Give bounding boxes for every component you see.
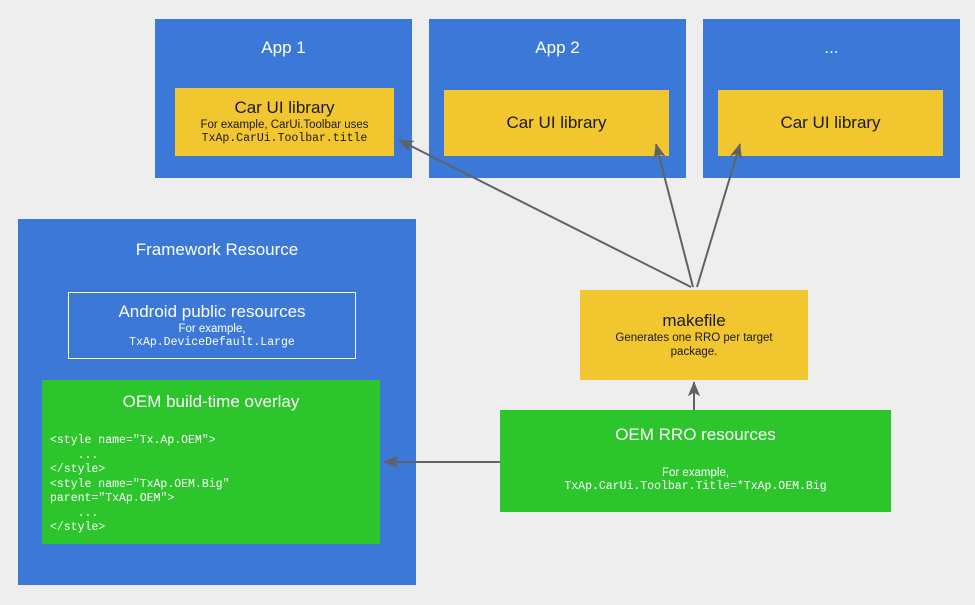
oem-build-time-overlay-title: OEM build-time overlay bbox=[122, 392, 300, 411]
makefile-box: makefile Generates one RRO per target pa… bbox=[580, 290, 808, 380]
app-2-car-ui-library: Car UI library bbox=[444, 90, 669, 156]
app-2-car-ui-library-title: Car UI library bbox=[506, 113, 607, 132]
makefile-title: makefile bbox=[662, 311, 726, 330]
android-public-resources-title: Android public resources bbox=[118, 301, 306, 321]
makefile-subtitle: Generates one RRO per target package. bbox=[615, 332, 773, 358]
oem-rro-resources-subtitle: For example, bbox=[661, 467, 730, 479]
app-ellipsis-title: ... bbox=[824, 38, 839, 57]
app-1-car-ui-library: Car UI library For example, CarUi.Toolba… bbox=[175, 88, 394, 156]
app-1-car-ui-library-code: TxAp.CarUi.Toolbar.title bbox=[201, 132, 368, 145]
app-1-title: App 1 bbox=[261, 38, 306, 57]
oem-rro-resources-title: OEM RRO resources bbox=[615, 425, 776, 444]
oem-build-time-overlay-code: <style name="Tx.Ap.OEM"> ... </style> <s… bbox=[50, 434, 230, 534]
android-public-resources-box: Android public resources For example, Tx… bbox=[68, 292, 356, 359]
app-ellipsis-car-ui-library-title: Car UI library bbox=[780, 113, 881, 132]
android-public-resources-code: TxAp.DeviceDefault.Large bbox=[129, 335, 295, 349]
app-1-car-ui-library-subtitle: For example, CarUi.Toolbar uses bbox=[200, 119, 369, 131]
oem-rro-resources-code: TxAp.CarUi.Toolbar.Title=*TxAp.OEM.Big bbox=[564, 480, 827, 493]
framework-resource-title: Framework Resource bbox=[135, 240, 299, 259]
app-2-title: App 2 bbox=[535, 38, 580, 57]
oem-rro-resources-box: OEM RRO resources For example, TxAp.CarU… bbox=[500, 410, 891, 512]
app-1-car-ui-library-title: Car UI library bbox=[234, 98, 335, 117]
oem-build-time-overlay-box: OEM build-time overlay <style name="Tx.A… bbox=[42, 380, 380, 544]
app-ellipsis-car-ui-library: Car UI library bbox=[718, 90, 943, 156]
android-public-resources-subtitle: For example, bbox=[178, 322, 246, 335]
